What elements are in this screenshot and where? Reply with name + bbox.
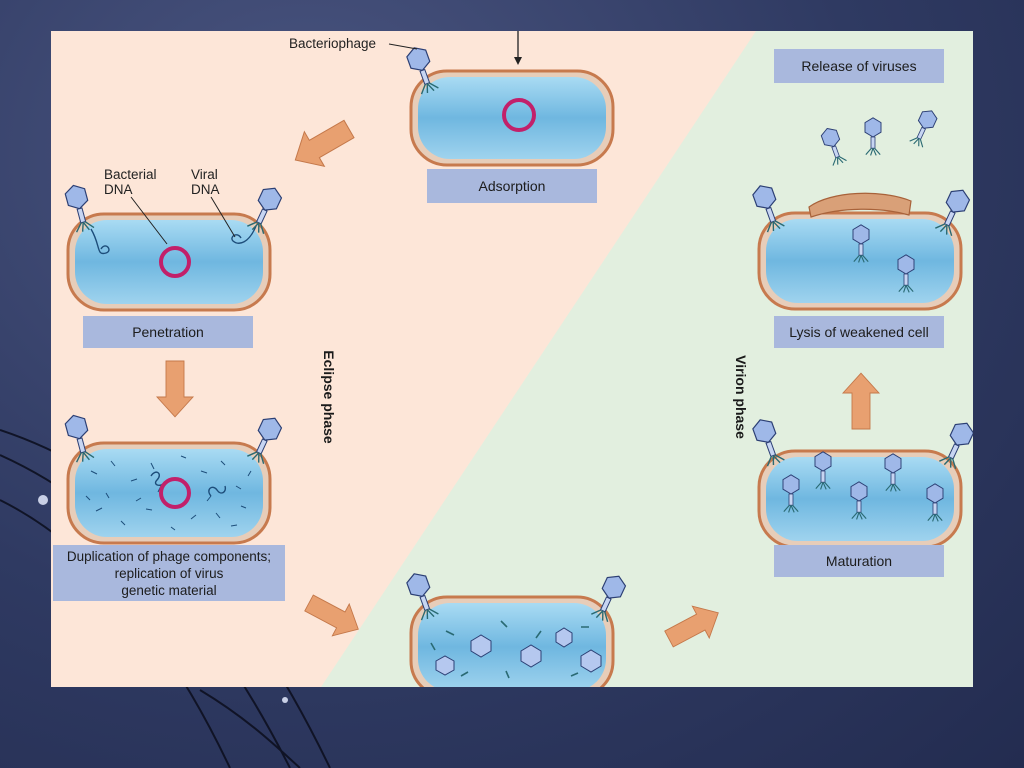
lysed-wall [808,192,912,218]
release-label: Release of viruses [774,49,944,83]
decor-dot [282,697,288,703]
diagram-panel: Bacteriophage Bacterial DNA Viral DNA Ad… [51,31,973,687]
duplication-label: Duplication of phage components; replica… [53,545,285,601]
adsorption-label: Adsorption [427,169,597,203]
cell-penetration [63,182,285,312]
eclipse-phase-label: Eclipse phase [321,350,337,444]
decor-dot [38,495,48,505]
cell-adsorption [404,43,615,167]
virion-phase-label: Virion phase [733,355,749,439]
penetration-label: Penetration [83,316,253,348]
bacteriophage-label: Bacteriophage [289,36,377,51]
bacterial-dna-label: Bacterial DNA [104,167,157,197]
lysis-label: Lysis of weakened cell [774,316,944,348]
viral-dna-label: Viral DNA [191,167,220,197]
lytic-cycle-diagram [51,31,973,687]
cell-assembly [404,569,629,687]
cell-maturation [750,415,973,549]
cell-duplication [63,412,285,545]
maturation-label: Maturation [774,545,944,577]
bacterial-dna-ring [502,98,536,132]
cell-lysis [750,181,973,311]
